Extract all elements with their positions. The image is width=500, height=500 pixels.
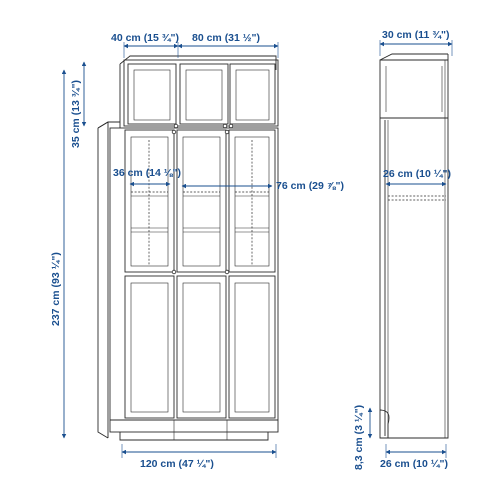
total-height-label: 237 cm (93 ¼") (50, 252, 62, 326)
top-left-width-label: 40 cm (15 ¾") (111, 32, 179, 44)
main-bookcase (109, 127, 279, 441)
inner-width-large-label: 76 cm (29 ⅞") (276, 180, 344, 192)
side-depth-top-label: 30 cm (11 ¾") (382, 29, 449, 41)
side-depth-bottom-label: 26 cm (10 ¼") (380, 458, 448, 470)
top-right-width-label: 80 cm (31 ½") (192, 32, 260, 44)
total-width-label: 120 cm (47 ¼") (140, 458, 214, 470)
side-view (379, 53, 449, 439)
plinth-height-label: 8,3 cm (3 ¼") (353, 405, 365, 470)
top-unit-height-label: 35 cm (13 ¾") (70, 80, 82, 148)
front-view (97, 55, 279, 441)
top-extension-unit (123, 59, 279, 129)
dimension-lines (61, 40, 453, 458)
side-depth-mid-label: 26 cm (10 ¼") (383, 168, 451, 180)
inner-width-small-label: 36 cm (14 ⅛") (113, 167, 181, 179)
